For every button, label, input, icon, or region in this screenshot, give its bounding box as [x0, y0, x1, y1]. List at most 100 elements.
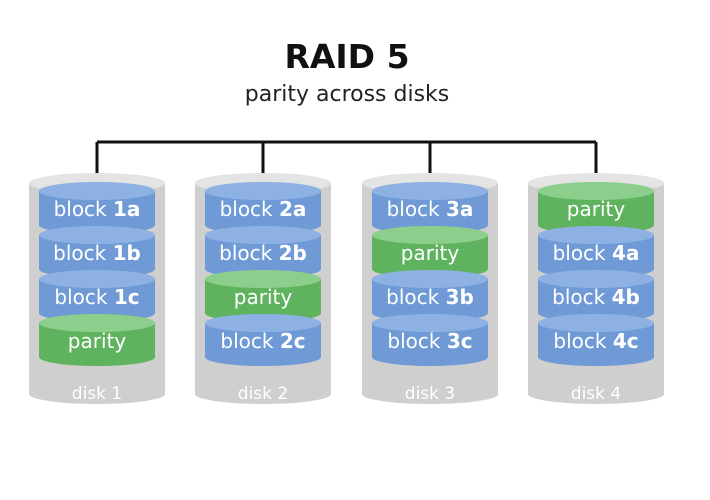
block-label: block 1b [53, 241, 141, 265]
block-body [538, 279, 654, 322]
block-label: block 3a [387, 197, 474, 221]
block-label: block 2b [219, 241, 307, 265]
block-body [372, 235, 488, 278]
block-top [39, 270, 155, 288]
block-top [39, 226, 155, 244]
block-label: block 4c [553, 329, 638, 353]
block-label-prefix: parity [567, 197, 626, 221]
block-label-prefix: block [53, 241, 112, 265]
block-label-prefix: block [54, 197, 113, 221]
block-top [205, 226, 321, 244]
block-label-id: 1c [114, 285, 140, 309]
block-label-prefix: block [387, 197, 446, 221]
block-body [372, 323, 488, 366]
block-body [39, 323, 155, 366]
block-label: block 2a [220, 197, 307, 221]
disk-label: disk 2 [238, 384, 288, 404]
block-label-prefix: block [219, 241, 278, 265]
data-block-2a: block 2a [205, 182, 321, 234]
block-label-id: 4c [613, 329, 639, 353]
block-body [39, 235, 155, 278]
data-block-3c: block 3c [372, 314, 488, 366]
block-label-id: 3a [446, 197, 473, 221]
data-block-1c: block 1c [39, 270, 155, 322]
disk-label: disk 4 [571, 384, 621, 404]
block-label-prefix: block [386, 285, 445, 309]
data-block-4b: block 4b [538, 270, 654, 322]
block-body [372, 279, 488, 322]
block-label-prefix: block [553, 329, 612, 353]
block-top [372, 270, 488, 288]
block-top [205, 270, 321, 288]
block-label: block 3c [387, 329, 472, 353]
diagram-subtitle: parity across disks [245, 82, 450, 107]
block-body [205, 323, 321, 366]
data-block-2c: block 2c [205, 314, 321, 366]
block-top [372, 182, 488, 200]
block-label-id: 3c [447, 329, 473, 353]
block-label-id: 4a [612, 241, 639, 265]
block-label: block 4a [553, 241, 640, 265]
block-label: block 4b [552, 285, 640, 309]
block-label-prefix: block [220, 197, 279, 221]
block-label-prefix: parity [234, 285, 293, 309]
data-block-2b: block 2b [205, 226, 321, 278]
block-label-prefix: parity [401, 241, 460, 265]
block-label-prefix: block [54, 285, 113, 309]
block-label-prefix: block [387, 329, 446, 353]
block-body [205, 279, 321, 322]
block-top [205, 182, 321, 200]
block-label-prefix: block [552, 285, 611, 309]
disk-label: disk 3 [405, 384, 455, 404]
block-top [538, 270, 654, 288]
diagram-title: RAID 5 [284, 37, 409, 76]
parity-block: parity [205, 270, 321, 322]
block-label-prefix: parity [68, 329, 127, 353]
block-label-prefix: block [553, 241, 612, 265]
disk-label: disk 1 [72, 384, 122, 404]
block-top [205, 314, 321, 332]
block-top [39, 182, 155, 200]
data-block-4c: block 4c [538, 314, 654, 366]
block-label-id: 4b [612, 285, 640, 309]
data-block-4a: block 4a [538, 226, 654, 278]
block-body [538, 191, 654, 234]
block-label-id: 1a [113, 197, 140, 221]
block-label: parity [567, 197, 626, 221]
block-label: parity [401, 241, 460, 265]
block-body [372, 191, 488, 234]
block-body [39, 191, 155, 234]
block-label: block 1c [54, 285, 139, 309]
block-label-prefix: block [220, 329, 279, 353]
block-top [538, 314, 654, 332]
block-top [538, 226, 654, 244]
parity-block: parity [538, 182, 654, 234]
block-body [39, 279, 155, 322]
block-top [39, 314, 155, 332]
block-label-id: 2b [279, 241, 307, 265]
data-block-1a: block 1a [39, 182, 155, 234]
block-body [205, 191, 321, 234]
block-label: block 1a [54, 197, 141, 221]
block-body [538, 323, 654, 366]
data-block-3a: block 3a [372, 182, 488, 234]
block-label-id: 3b [446, 285, 474, 309]
block-label-id: 1b [113, 241, 141, 265]
block-label-id: 2c [280, 329, 306, 353]
controller-connectors [95, 140, 598, 186]
block-label: parity [68, 329, 127, 353]
block-label-id: 2a [279, 197, 306, 221]
parity-block: parity [372, 226, 488, 278]
block-top [372, 226, 488, 244]
block-label: parity [234, 285, 293, 309]
data-block-3b: block 3b [372, 270, 488, 322]
block-body [538, 235, 654, 278]
data-block-1b: block 1b [39, 226, 155, 278]
block-label: block 3b [386, 285, 474, 309]
